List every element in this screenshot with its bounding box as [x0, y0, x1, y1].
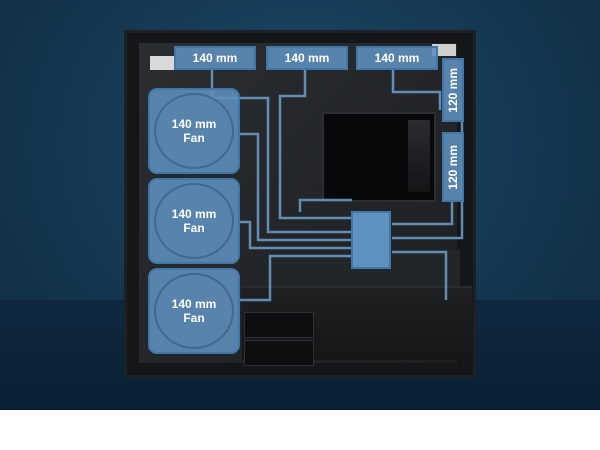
- route-line: [240, 220, 352, 250]
- top-fan-label: 140 mm: [192, 51, 238, 65]
- route-line: [392, 200, 454, 226]
- diagram-stage: 140 mm 140 mm 140 mm 120 mm 120 mm 140 m…: [0, 0, 600, 410]
- side-fan-label: 120 mm: [446, 67, 460, 113]
- top-fan-zone-1: 140 mm: [174, 46, 256, 70]
- front-fan-size: 140 mm: [171, 297, 217, 311]
- side-fan-zone-1: 120 mm: [442, 58, 464, 122]
- route-line: [278, 68, 352, 220]
- route-line: [298, 198, 352, 212]
- fan-icon: [154, 273, 234, 349]
- route-line: [240, 254, 352, 302]
- top-fan-zone-3: 140 mm: [356, 46, 438, 70]
- front-fan-zone-3: 140 mm Fan: [148, 268, 240, 354]
- top-fan-label: 140 mm: [374, 51, 420, 65]
- route-line: [240, 132, 352, 242]
- drive-bay-lower: [244, 340, 314, 366]
- front-fan-caption: Fan: [183, 311, 205, 325]
- route-line: [392, 250, 448, 300]
- fan-icon: [154, 93, 234, 169]
- front-fan-caption: Fan: [183, 131, 205, 145]
- top-fan-label: 140 mm: [284, 51, 330, 65]
- side-fan-label: 120 mm: [446, 144, 460, 190]
- case-bracket-right: [432, 44, 456, 56]
- motherboard-cutout: [322, 112, 436, 202]
- route-line: [391, 68, 442, 110]
- front-fan-size: 140 mm: [171, 117, 217, 131]
- drive-bay-upper: [244, 312, 314, 338]
- front-fan-zone-2: 140 mm Fan: [148, 178, 240, 264]
- top-fan-zone-2: 140 mm: [266, 46, 348, 70]
- front-fan-zone-1: 140 mm Fan: [148, 88, 240, 174]
- front-fan-caption: Fan: [183, 221, 205, 235]
- fan-icon: [154, 183, 234, 259]
- cable-routes: [210, 68, 464, 302]
- front-fan-size: 140 mm: [171, 207, 217, 221]
- case-bracket-left: [150, 56, 174, 70]
- hub-block: [351, 211, 391, 269]
- side-fan-zone-2: 120 mm: [442, 132, 464, 202]
